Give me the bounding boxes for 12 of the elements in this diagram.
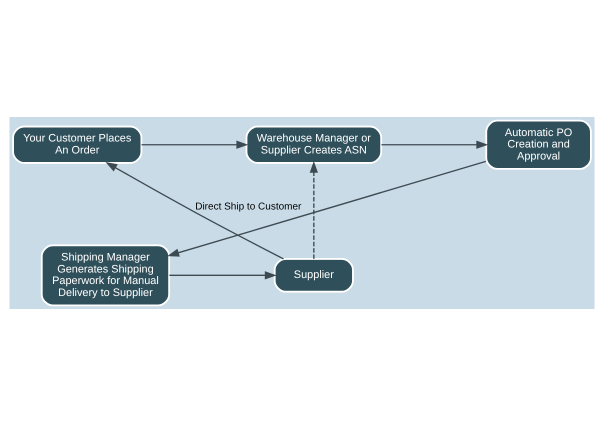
arrow <box>381 140 488 148</box>
node-box: Supplier <box>274 258 354 292</box>
arrow <box>105 161 284 260</box>
edge-label: Direct Ship to Customer <box>195 201 302 212</box>
arrow <box>310 160 318 258</box>
node-box: Automatic PO Creation and Approval <box>485 119 592 170</box>
node-box: Shipping Manager Generates Shipping Paperwork for Manual Delivery to Supplier <box>40 244 170 306</box>
arrow <box>169 270 277 279</box>
arrow <box>141 140 248 148</box>
node-box: Warehouse Manager or Supplier Creates ASN <box>246 125 382 164</box>
arrow <box>167 160 486 256</box>
node-box: Your Customer Places An Order <box>12 125 142 164</box>
